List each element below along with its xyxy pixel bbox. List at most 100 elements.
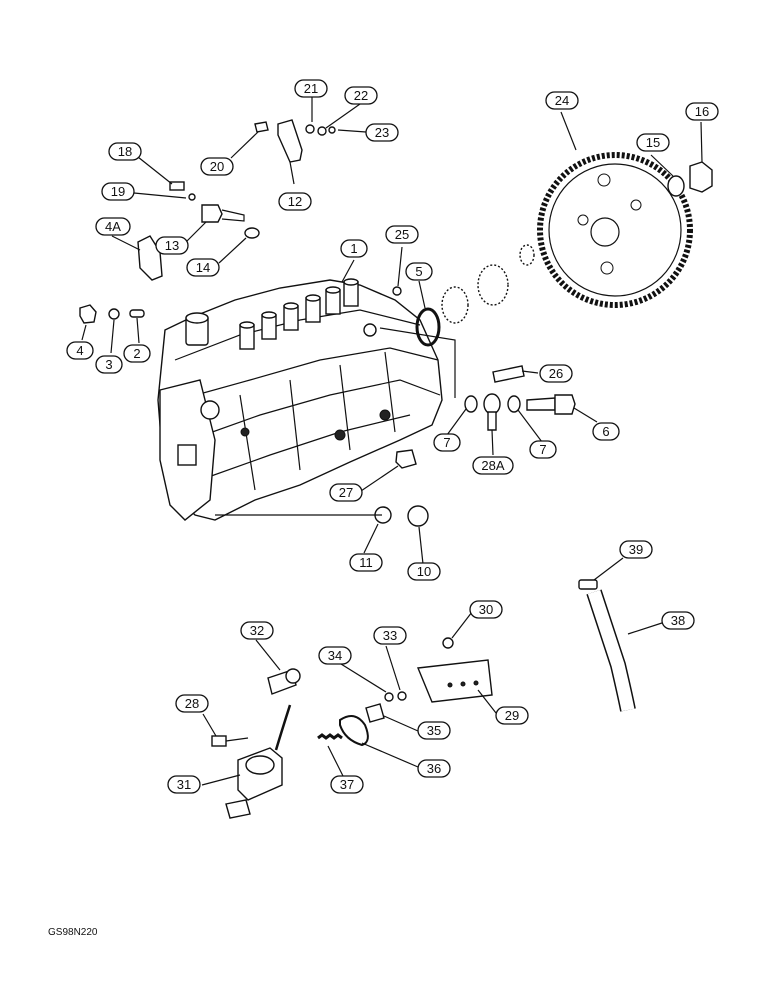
drive-gear-24: [537, 152, 693, 308]
callout-34: 34: [318, 646, 352, 665]
svg-text:31: 31: [177, 777, 191, 792]
svg-text:34: 34: [328, 648, 342, 663]
svg-text:16: 16: [695, 104, 709, 119]
svg-text:28: 28: [185, 696, 199, 711]
callout-19: 19: [101, 182, 135, 201]
callout-29: 29: [495, 706, 529, 725]
callout-36: 36: [417, 759, 451, 778]
callout-28a: 28A: [472, 456, 514, 475]
callout-16: 16: [685, 102, 719, 121]
callout-23: 23: [365, 123, 399, 142]
callout-18: 18: [108, 142, 142, 161]
callout-3: 3: [95, 355, 123, 374]
callout-22: 22: [344, 86, 378, 105]
callout-1: 1: [340, 239, 368, 258]
bracket-assembly-12: [254, 119, 336, 163]
svg-text:3: 3: [105, 357, 112, 372]
nut-33: [397, 691, 407, 701]
solenoid-31: [225, 747, 283, 819]
clip-36: [339, 715, 369, 747]
callout-4: 4: [66, 341, 94, 360]
callout-33: 33: [373, 626, 407, 645]
callout-35: 35: [417, 721, 451, 740]
leader-lines: [81, 97, 703, 786]
svg-text:18: 18: [118, 144, 132, 159]
callout-5: 5: [405, 262, 433, 281]
callout-26: 26: [539, 364, 573, 383]
svg-text:32: 32: [250, 623, 264, 638]
svg-text:7: 7: [443, 435, 450, 450]
callout-25: 25: [385, 225, 419, 244]
svg-text:29: 29: [505, 708, 519, 723]
svg-text:36: 36: [427, 761, 441, 776]
callout-2: 2: [123, 344, 151, 363]
callout-13: 13: [155, 236, 189, 255]
callout-24: 24: [545, 91, 579, 110]
svg-text:24: 24: [555, 93, 569, 108]
washer-15: [667, 175, 685, 197]
bolt-assembly-13: [169, 181, 260, 239]
svg-text:4A: 4A: [105, 219, 121, 234]
plug-10: [407, 505, 429, 527]
callout-6: 6: [592, 422, 620, 441]
svg-text:21: 21: [304, 81, 318, 96]
svg-text:25: 25: [395, 227, 409, 242]
svg-text:23: 23: [375, 125, 389, 140]
injection-pump-body: [157, 278, 443, 521]
svg-text:19: 19: [111, 184, 125, 199]
callout-28: 28: [175, 694, 209, 713]
callout-11: 11: [349, 553, 383, 572]
svg-text:7: 7: [539, 442, 546, 457]
svg-text:27: 27: [339, 485, 353, 500]
svg-text:1: 1: [350, 241, 357, 256]
svg-text:6: 6: [602, 424, 609, 439]
svg-text:15: 15: [646, 135, 660, 150]
figure-code: GS98N220: [48, 927, 98, 938]
plug-27: [395, 449, 417, 469]
callout-37: 37: [330, 775, 364, 794]
gear-hub-parts: [441, 244, 535, 324]
nut-16: [689, 161, 713, 193]
spring-37: [317, 733, 343, 740]
callout-38: 38: [661, 611, 695, 630]
sleeve-35: [365, 703, 385, 723]
rod-end-32: [267, 668, 301, 751]
callout-30: 30: [469, 600, 503, 619]
svg-text:33: 33: [383, 628, 397, 643]
o-ring-25: [392, 286, 402, 296]
svg-text:5: 5: [415, 264, 422, 279]
stud-26: [492, 365, 525, 383]
svg-text:10: 10: [417, 564, 431, 579]
banjo-fitting-assembly: [464, 393, 576, 431]
callout-14: 14: [186, 258, 220, 277]
bracket-29: [416, 637, 493, 703]
callout-31: 31: [167, 775, 201, 794]
fittings-4-3-2: [79, 304, 145, 324]
callout-39: 39: [619, 540, 653, 559]
svg-text:28A: 28A: [481, 458, 504, 473]
callout-20: 20: [200, 157, 234, 176]
callout-12: 12: [278, 192, 312, 211]
callout-7-right: 7: [529, 440, 557, 459]
o-ring-5: [415, 307, 441, 347]
callouts: 21 22 23 20 12 18 19 4A 13 14 4 3 2 1 25…: [66, 79, 719, 794]
callout-27: 27: [329, 483, 363, 502]
svg-text:38: 38: [671, 613, 685, 628]
svg-text:11: 11: [359, 555, 373, 570]
svg-text:35: 35: [427, 723, 441, 738]
svg-text:14: 14: [196, 260, 210, 275]
svg-text:30: 30: [479, 602, 493, 617]
svg-text:39: 39: [629, 542, 643, 557]
svg-text:4: 4: [76, 343, 83, 358]
bolt-28: [211, 735, 249, 747]
svg-text:20: 20: [210, 159, 224, 174]
clamp-39: [578, 579, 598, 590]
callout-15: 15: [636, 133, 670, 152]
svg-text:13: 13: [165, 238, 179, 253]
svg-text:37: 37: [340, 777, 354, 792]
callout-10: 10: [407, 562, 441, 581]
callout-4a: 4A: [95, 217, 131, 236]
callout-7-left: 7: [433, 433, 461, 452]
svg-text:2: 2: [133, 346, 140, 361]
callout-32: 32: [240, 621, 274, 640]
